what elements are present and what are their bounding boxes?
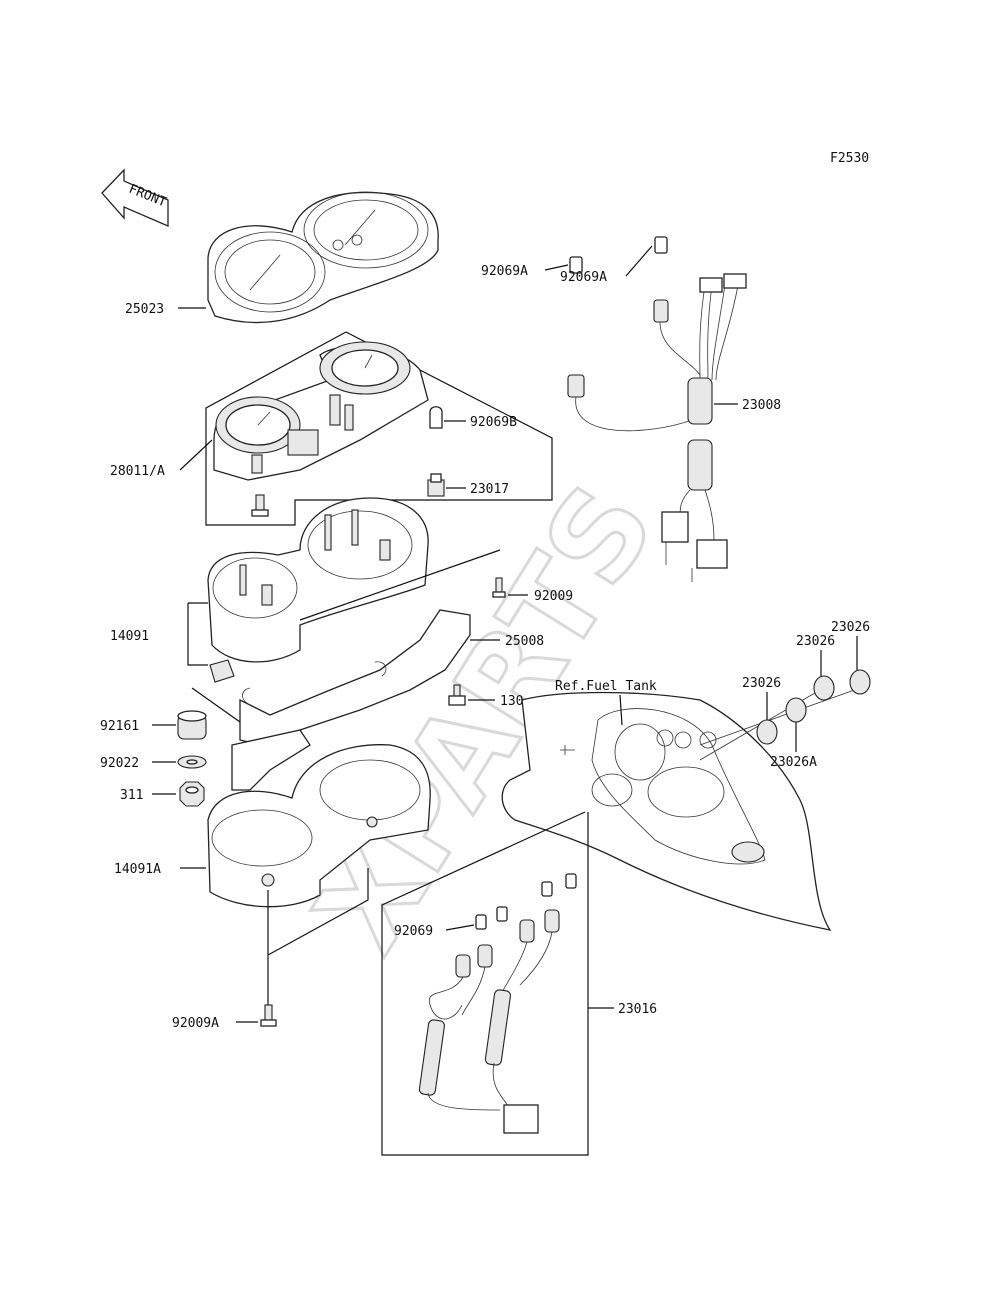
label-92069a-top: 92069A [560,270,607,285]
nut-part [179,781,205,807]
label-23008: 23008 [742,398,781,413]
ref-fuel-tank-note: Ref.Fuel Tank [555,679,657,694]
label-92161: 92161 [100,719,139,734]
clip-part [209,659,235,683]
label-311: 311 [120,788,143,803]
harness-23016-part [418,873,577,1134]
label-23016: 23016 [618,1002,657,1017]
screw-92009a-part [260,1004,277,1027]
label-23026a: 23026A [770,755,817,770]
label-25008: 25008 [505,634,544,649]
grommet-part [177,710,207,740]
bracket-part [231,609,471,791]
label-23026-left: 23026 [742,676,781,691]
label-23017: 23017 [470,482,509,497]
label-92069: 92069 [394,924,433,939]
label-92009: 92009 [534,589,573,604]
label-130: 130 [500,694,523,709]
figure-code: F2530 [830,151,869,166]
socket-23017-part [427,473,445,497]
label-92022: 92022 [100,756,139,771]
label-23026-right: 23026 [831,620,870,635]
meter-cover-part [207,191,439,324]
meter-case-part [207,497,429,663]
harness-23008-part [567,236,747,582]
label-92009a: 92009A [172,1016,219,1031]
washer-part [177,755,207,769]
front-arrow-icon: FRONT [101,168,169,227]
bolt-130-part [448,684,466,706]
label-14091a: 14091A [114,862,161,877]
meter-screw-part [251,494,269,517]
label-25023: 25023 [125,302,164,317]
label-92069a-mid: 92069A [481,264,528,279]
label-92069b: 92069B [470,415,517,430]
lower-cover-part [207,744,431,908]
meter-assembly-part [213,341,429,481]
label-23026-mid: 23026 [796,634,835,649]
label-14091: 14091 [110,629,149,644]
label-28011-a: 28011/A [110,464,165,479]
bulb-92069b-part [429,406,443,429]
screw-92009-part [492,577,506,598]
fuel-tank-panel-part [501,691,832,931]
